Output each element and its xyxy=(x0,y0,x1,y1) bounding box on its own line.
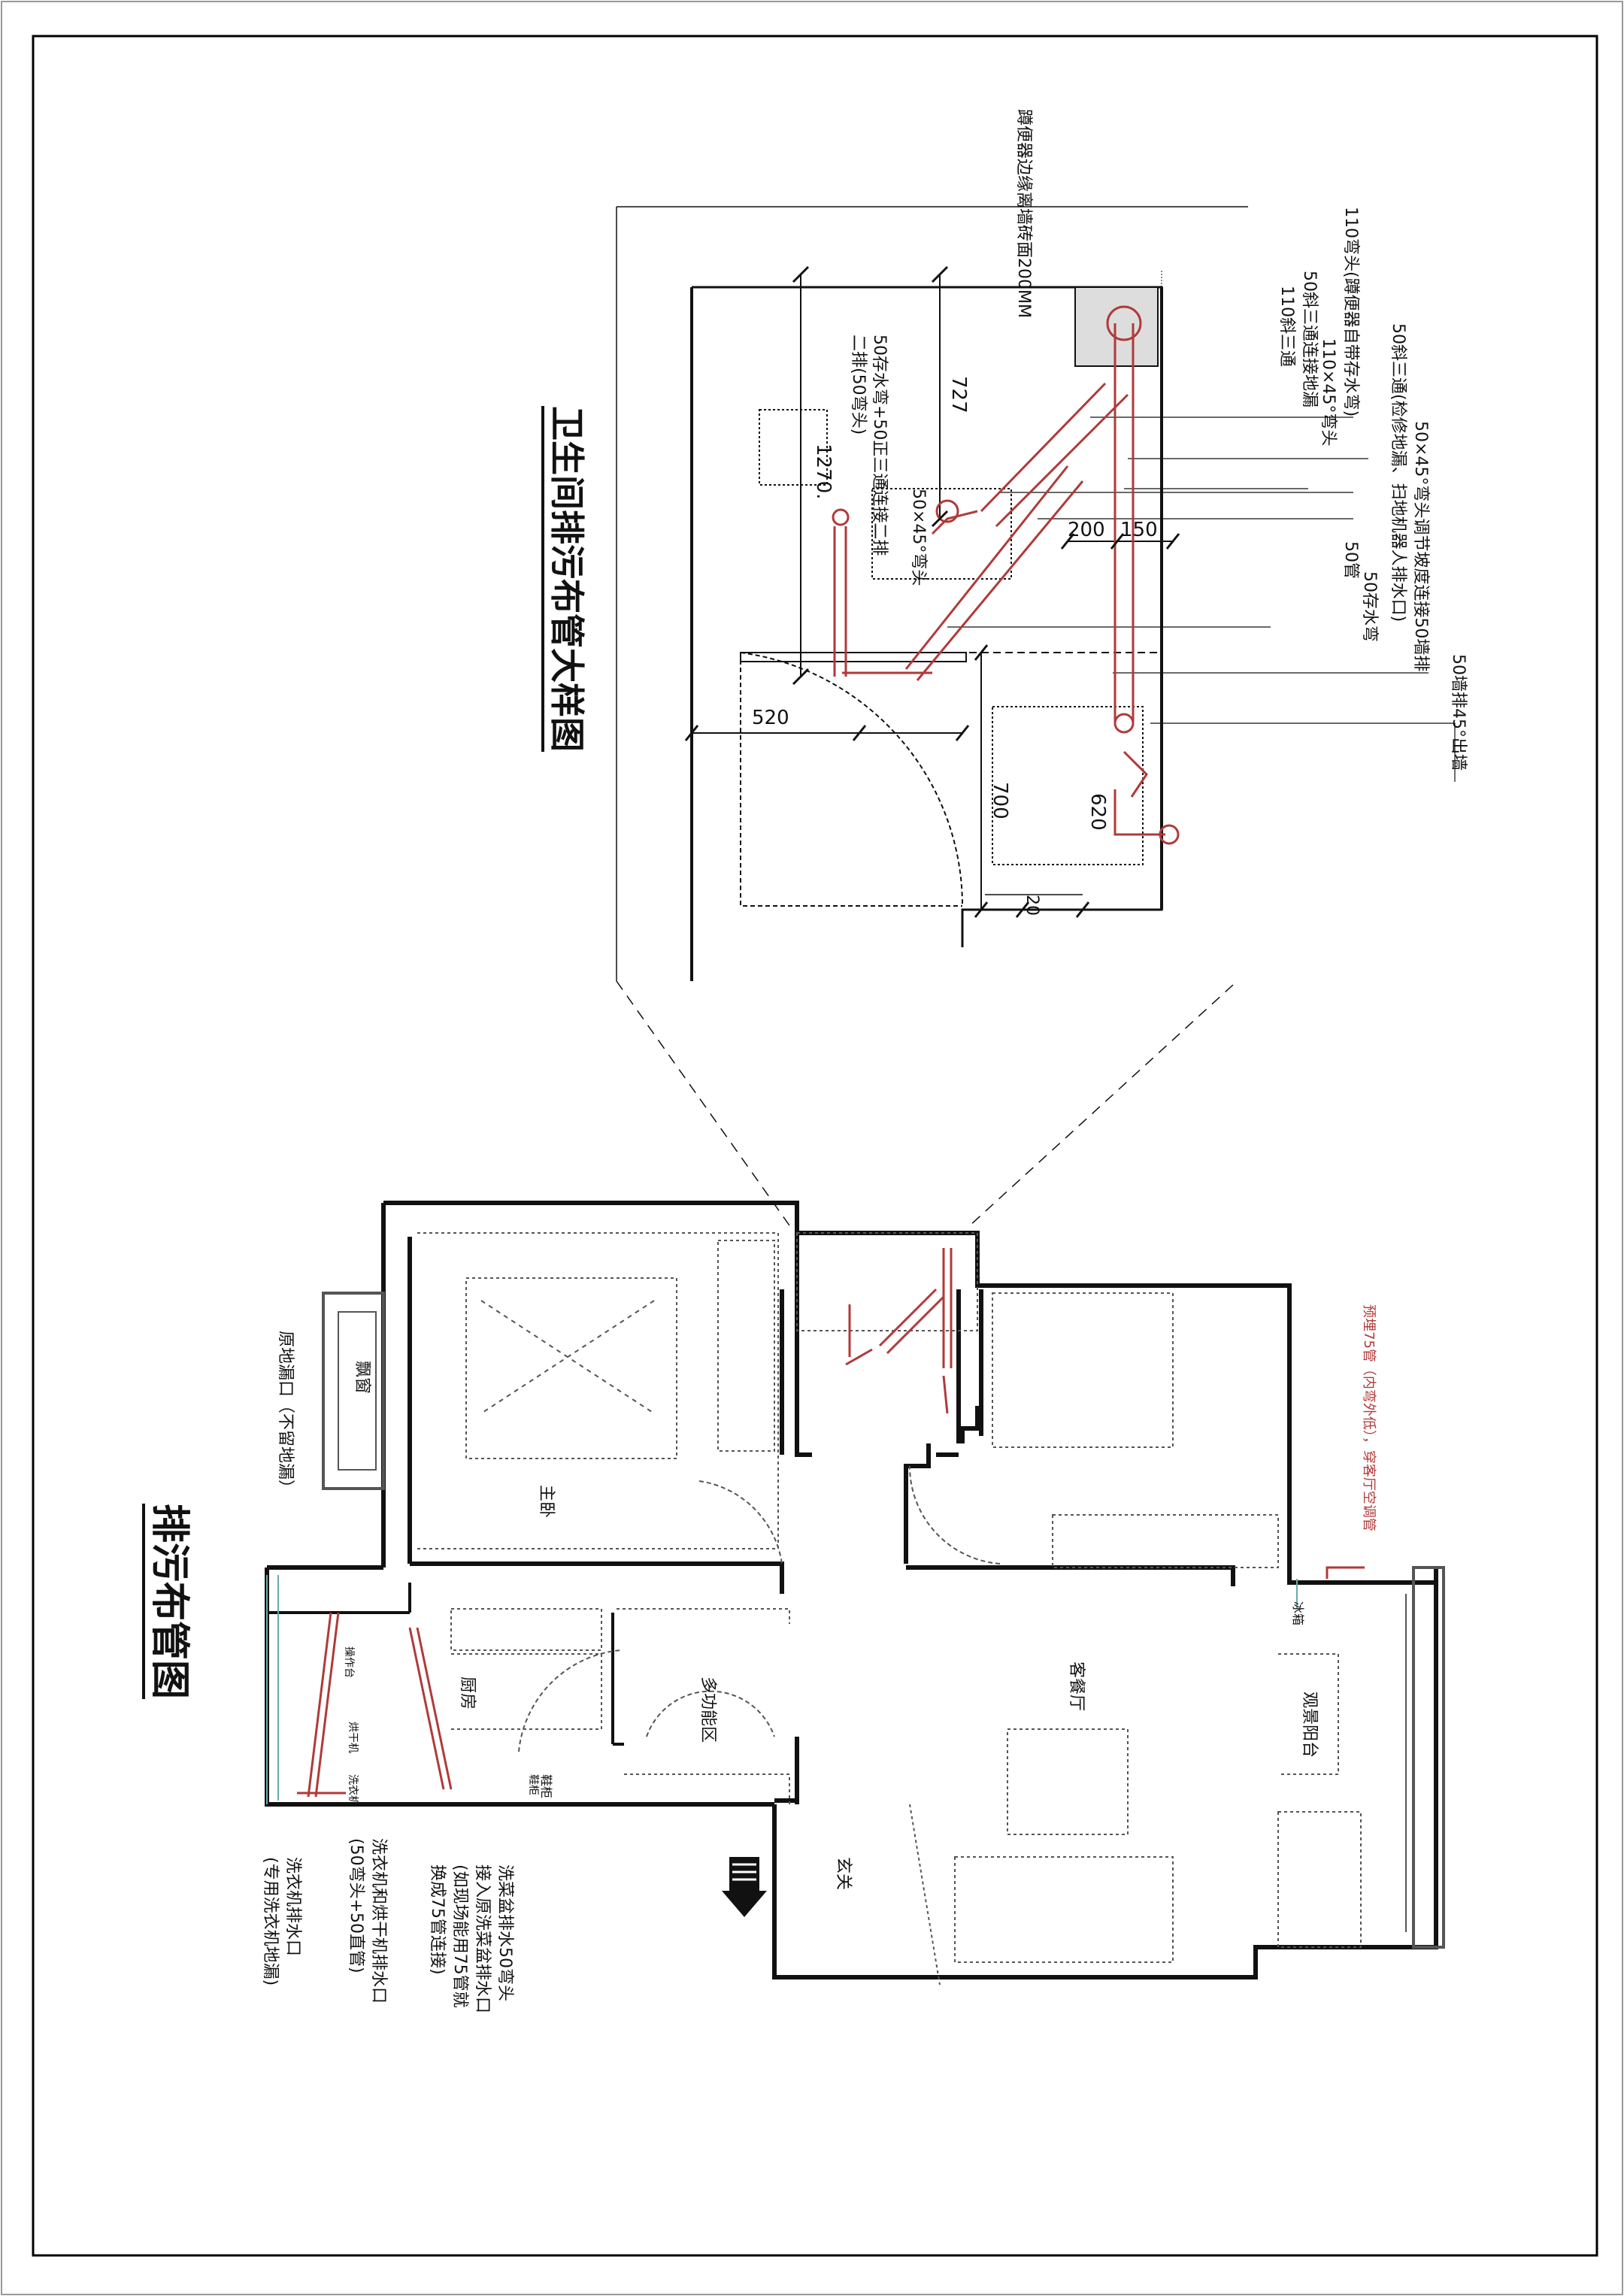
dim-150: 150 xyxy=(1120,519,1158,541)
dim-1270: 1270. xyxy=(812,444,835,500)
detail-label-elbow: 50×45°弯头调节坡度连接50墙排 xyxy=(1411,421,1430,672)
plan-label-floor-drain: 原地漏口（不留地漏） xyxy=(276,1331,295,1497)
dim-520: 520 xyxy=(752,707,789,729)
detail-label-trap: 50存水弯 xyxy=(1360,571,1379,642)
dim-200: 200 xyxy=(1068,519,1105,541)
plan-label-washer-2: (50弯头+50直管) xyxy=(347,1838,365,1973)
dimension-ticks xyxy=(684,265,1180,918)
detail-label-outlet: 50墙排45°出墙 xyxy=(1449,654,1468,771)
plan-label-washer-1: 洗衣机和烘干机排水口 xyxy=(369,1838,388,2004)
dim-620: 620 xyxy=(1086,793,1109,831)
plan-wall-left xyxy=(381,1203,412,1568)
detail-label-50-45: 50×45°弯头 xyxy=(909,489,928,586)
plan-thin-lines xyxy=(266,1232,1445,1986)
room-dryer: 烘干机 xyxy=(347,1722,359,1753)
plan-label-sink-2: 接入原洗菜盆排水口 xyxy=(473,1864,492,2014)
plan-label-sink-3: (如现场能用75管就 xyxy=(450,1864,469,2008)
plan-wall-right xyxy=(772,1568,1438,1979)
dim-20: 20 xyxy=(1023,895,1041,916)
plan-label-sink-1: 洗菜盆排水50弯头 xyxy=(495,1864,514,2001)
plan-label-washer-3: 洗衣机排水口 xyxy=(283,1857,302,1957)
room-washer: 洗衣机 xyxy=(347,1774,359,1806)
room-drawer: 鞋柜 xyxy=(527,1774,539,1795)
detail-pipes xyxy=(832,305,1180,845)
plan-label-washer-4: (专用洗衣机地漏) xyxy=(261,1857,280,1986)
detail-label-toilet: 蹲便器边缘离墙砖面200MM xyxy=(1014,109,1033,318)
plan-label-sink-4: 换成75管连接) xyxy=(428,1864,447,1975)
detail-walls xyxy=(690,286,1163,981)
bathroom-detail xyxy=(616,206,1456,1226)
detail-label-110-tee: 110斜三通 xyxy=(1277,286,1296,367)
room-living: 客餐厅 xyxy=(1067,1661,1086,1712)
room-kitchen: 厨房 xyxy=(458,1677,477,1710)
room-fridge: 冰箱 xyxy=(1291,1601,1305,1626)
entry-arrow-icon xyxy=(722,1857,767,1917)
room-master: 主卧 xyxy=(537,1485,556,1519)
detail-label-second: 二排(50弯头) xyxy=(849,335,868,435)
room-bay: 飘窗 xyxy=(353,1361,371,1395)
room-multi: 多功能区 xyxy=(698,1677,717,1743)
detail-title: 卫生间排污布管大样图 xyxy=(541,406,594,752)
room-counter: 操作台 xyxy=(343,1646,355,1678)
inner-frame xyxy=(32,35,1598,2257)
room-entry: 玄关 xyxy=(834,1857,853,1891)
plan-label-ac-pipe: 预埋75管（内弯外低），穿客厅空调管 xyxy=(1361,1304,1377,1531)
room-balcony: 观景阳台 xyxy=(1300,1692,1319,1758)
detail-label-110-elbow: 110弯头(蹲便器自带存水弯) xyxy=(1341,207,1360,417)
detail-label-trap-tee: 50存水弯+50正三通连接二排 xyxy=(870,335,889,556)
plan-title: 排污布管图 xyxy=(142,1504,201,1700)
dim-727: 727 xyxy=(947,376,970,413)
dim-700: 700 xyxy=(989,782,1011,819)
detail-label-drain: 50斜三通连接地漏 xyxy=(1300,271,1319,407)
detail-label-tee: 50斜三通(检修地漏、扫地机器人排水口) xyxy=(1389,323,1407,622)
shaft xyxy=(1074,286,1159,367)
plan-pipes xyxy=(297,1248,1365,1798)
